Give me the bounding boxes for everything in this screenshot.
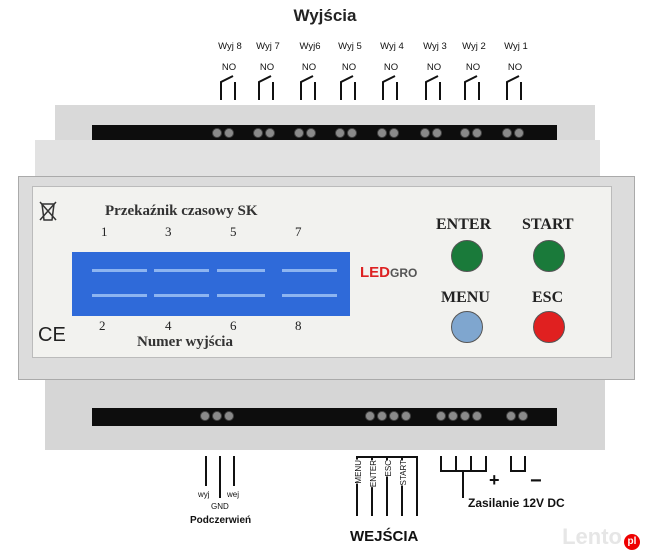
output-label-2: Wyj 2 bbox=[462, 41, 486, 52]
relay-contact-icon bbox=[258, 75, 274, 100]
terminal-screws bbox=[365, 411, 411, 423]
panel-title: Przekaźnik czasowy SK bbox=[105, 203, 258, 219]
power-wire bbox=[510, 470, 526, 472]
ir-pin-label: wej bbox=[227, 490, 240, 499]
ir-wire bbox=[219, 456, 221, 498]
weee-bin-icon bbox=[39, 201, 57, 221]
terminal-screws bbox=[377, 128, 399, 140]
relay-contact-icon bbox=[220, 75, 236, 100]
input-pin-label: ESC bbox=[384, 460, 393, 477]
ir-wire bbox=[233, 456, 235, 486]
esc-label: ESC bbox=[532, 289, 564, 306]
contact-type-4: NO bbox=[383, 62, 399, 73]
output-number-6: 6 bbox=[230, 318, 237, 333]
terminal-screws bbox=[212, 128, 234, 140]
ir-pin-label: wyj bbox=[198, 490, 210, 499]
output-label-8: Wyj 8 bbox=[218, 41, 242, 52]
relay-contact-icon bbox=[340, 75, 356, 100]
output-number-5: 5 bbox=[230, 224, 237, 239]
outputs-title: Wyjścia bbox=[293, 6, 357, 25]
terminal-screws bbox=[460, 128, 482, 140]
enter-button[interactable] bbox=[451, 240, 483, 272]
lcd-segment bbox=[282, 294, 337, 297]
contact-type-7: NO bbox=[259, 62, 275, 73]
relay-contact-icon bbox=[464, 75, 480, 100]
lcd-segment bbox=[154, 269, 209, 272]
ledgro-logo: LEDGRO bbox=[360, 264, 418, 281]
power-wire bbox=[510, 456, 512, 472]
ce-mark: CE bbox=[38, 324, 66, 346]
output-label-7: Wyj 7 bbox=[256, 41, 280, 52]
input-pin-label: START bbox=[399, 460, 408, 486]
output-number-1: 1 bbox=[101, 224, 108, 239]
power-plus: + bbox=[489, 470, 500, 490]
terminal-screws bbox=[436, 411, 482, 423]
relay-contact-icon bbox=[300, 75, 316, 100]
output-number-8: 8 bbox=[295, 318, 302, 333]
terminal-screws bbox=[294, 128, 316, 140]
terminal-screws bbox=[502, 128, 524, 140]
power-wire bbox=[470, 456, 472, 472]
contact-type-6: NO bbox=[301, 62, 317, 73]
input-wire bbox=[386, 456, 388, 516]
contact-type-8: NO bbox=[221, 62, 237, 73]
inputs-caption: WEJŚCIA bbox=[350, 528, 419, 545]
lcd-segment bbox=[154, 294, 209, 297]
ir-wire bbox=[205, 456, 207, 486]
lcd-segment bbox=[217, 294, 265, 297]
power-minus: − bbox=[530, 470, 542, 492]
terminal-screws bbox=[506, 411, 528, 423]
lcd-segment bbox=[282, 269, 337, 272]
menu-label: MENU bbox=[441, 289, 490, 306]
output-number-3: 3 bbox=[165, 224, 172, 239]
output-label-5: Wyj 5 bbox=[338, 41, 362, 52]
power-wire bbox=[455, 456, 457, 472]
power-wire bbox=[462, 470, 464, 498]
power-caption: Zasilanie 12V DC bbox=[468, 496, 565, 510]
esc-button[interactable] bbox=[533, 311, 565, 343]
output-number-7: 7 bbox=[295, 224, 302, 239]
output-number-4: 4 bbox=[165, 318, 172, 333]
start-label: START bbox=[522, 216, 574, 233]
power-wire bbox=[524, 456, 526, 472]
casing-middle bbox=[35, 140, 600, 180]
input-wire bbox=[416, 456, 418, 516]
terminal-screws bbox=[420, 128, 442, 140]
power-wire bbox=[485, 456, 487, 472]
contact-type-2: NO bbox=[465, 62, 481, 73]
contact-type-5: NO bbox=[341, 62, 357, 73]
panel-caption: Numer wyjścia bbox=[137, 334, 233, 350]
output-label-3: Wyj 3 bbox=[423, 41, 447, 52]
input-pin-label: MENU bbox=[354, 460, 363, 484]
input-wire bbox=[401, 456, 403, 516]
lcd-segment bbox=[92, 269, 147, 272]
menu-button[interactable] bbox=[451, 311, 483, 343]
terminal-screws bbox=[200, 411, 234, 423]
ir-pin-label: GND bbox=[211, 502, 229, 511]
relay-contact-icon bbox=[506, 75, 522, 100]
output-label-6: Wyj6 bbox=[299, 41, 321, 52]
terminal-screws bbox=[335, 128, 357, 140]
contact-type-3: NO bbox=[426, 62, 442, 73]
relay-contact-icon bbox=[425, 75, 441, 100]
terminal-screws bbox=[253, 128, 275, 140]
start-button[interactable] bbox=[533, 240, 565, 272]
ir-caption: Podczerwień bbox=[190, 515, 252, 526]
output-number-2: 2 bbox=[99, 318, 106, 333]
bottom-terminal-strip bbox=[92, 408, 557, 426]
input-wire bbox=[356, 456, 358, 516]
relay-contact-icon bbox=[382, 75, 398, 100]
output-label-4: Wyj 4 bbox=[380, 41, 404, 52]
lcd-segment bbox=[92, 294, 147, 297]
power-wire bbox=[440, 456, 442, 472]
input-pin-label: ENTER bbox=[369, 460, 378, 488]
lcd-segment bbox=[217, 269, 265, 272]
contact-type-1: NO bbox=[507, 62, 523, 73]
output-label-1: Wyj 1 bbox=[504, 41, 528, 52]
lcd-display bbox=[72, 252, 350, 316]
enter-label: ENTER bbox=[436, 216, 492, 233]
